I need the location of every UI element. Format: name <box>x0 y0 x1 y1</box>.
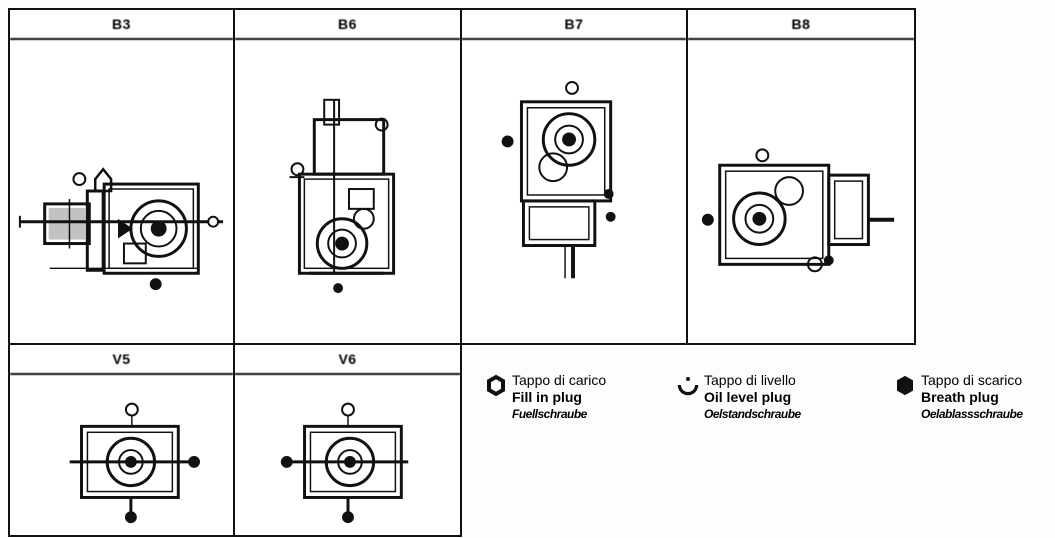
position-v6-drawing <box>235 375 460 535</box>
position-b8-title: B8 <box>688 10 914 40</box>
legend-drain-plug-italian: Tappo di scarico <box>921 372 1023 388</box>
legend-oil-level-plug-english: Oil level plug <box>704 389 792 405</box>
position-b6-panel: B6 <box>233 8 462 345</box>
legend-oil-level-plug-italian: Tappo di livello <box>704 372 796 388</box>
legend-drain-plug-english: Breath plug <box>921 389 999 405</box>
position-b3-panel: B3 <box>8 8 235 345</box>
position-b3-drawing <box>10 40 233 343</box>
fill-plug-icon <box>487 374 505 397</box>
drain-plug-icon <box>897 375 913 396</box>
position-b7-drawing <box>462 40 686 343</box>
oil-level-plug-icon <box>677 377 699 396</box>
position-b6-drawing <box>235 40 460 343</box>
legend-oil-level-plug-german: Oelstandschraube <box>704 407 801 421</box>
position-v5-drawing <box>10 375 233 535</box>
position-v6-panel: V6 <box>233 343 462 537</box>
position-b7-panel: B7 <box>460 8 688 345</box>
legend-oil-level-plug: Tappo di livello Oil level plug Oelstand… <box>676 372 876 442</box>
legend-fill-plug-german: Fuellschraube <box>512 407 587 421</box>
legend-fill-plug-italian: Tappo di carico <box>512 372 607 388</box>
position-v6-title: V6 <box>235 345 460 375</box>
position-v5-panel: V5 <box>8 343 235 537</box>
legend-drain-plug: Tappo di scarico Breath plug Oelablasssc… <box>893 372 1053 442</box>
position-b6-title: B6 <box>235 10 460 40</box>
position-v5-title: V5 <box>10 345 233 375</box>
position-b8-drawing <box>688 40 914 343</box>
position-b7-title: B7 <box>462 10 686 40</box>
legend-fill-plug-english: Fill in plug <box>512 389 582 405</box>
legend-drain-plug-german: Oelablassschraube <box>921 407 1023 421</box>
position-b3-title: B3 <box>10 10 233 40</box>
position-b8-panel: B8 <box>686 8 916 345</box>
legend-fill-plug: Tappo di carico Fill in plug Fuellschrau… <box>484 372 654 442</box>
